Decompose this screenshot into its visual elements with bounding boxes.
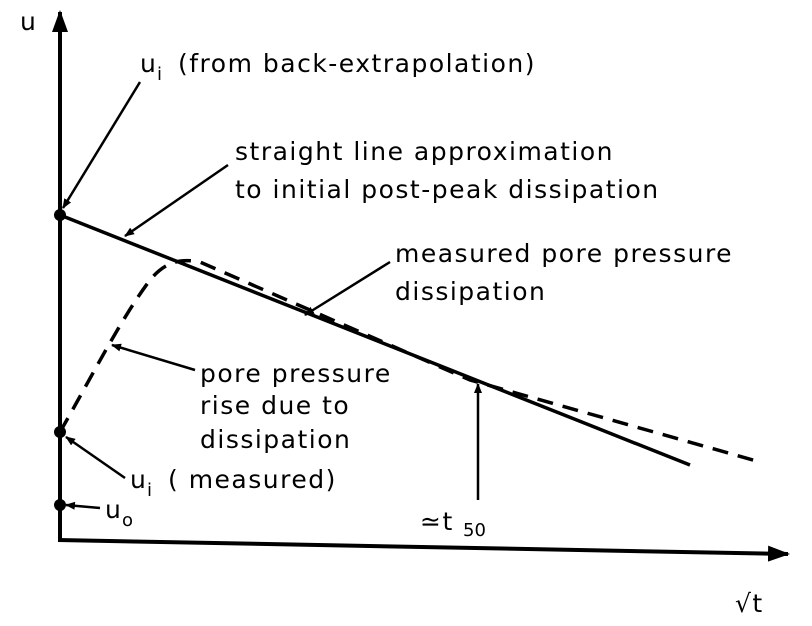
t50-label: ≃t: [420, 507, 454, 536]
straight-line-label-2: to initial post-peak dissipation: [235, 175, 660, 204]
u0-arrow: [65, 501, 101, 510]
measured-label-2: dissipation: [395, 277, 546, 306]
t50-subscript: 50: [463, 520, 486, 541]
measured-pore-pressure-curve: [58, 258, 761, 464]
ui-back-label: u: [140, 49, 157, 78]
ui-back-arrow: [61, 81, 142, 209]
x-axis-label: √t: [735, 589, 764, 618]
ui-measured-label: u: [130, 465, 147, 494]
ui-measured-point: [54, 426, 66, 438]
u0-point: [54, 499, 66, 511]
ui-measured-arrow: [65, 435, 126, 480]
straight-line-arrow: [124, 163, 229, 238]
ui-back-extrapolated-point: [54, 209, 66, 221]
y-axis-label: u: [20, 7, 37, 36]
u0-subscript: o: [122, 510, 133, 531]
measured-label-1: measured pore pressure: [395, 239, 733, 268]
x-axis: [57, 538, 790, 562]
ui-back-subscript: i: [157, 64, 162, 85]
straight-line-label-1: straight line approximation: [235, 137, 614, 166]
rise-label-3: dissipation: [200, 425, 351, 454]
ui-measured-subscript: i: [147, 480, 152, 501]
rise-label-2: rise due to: [200, 391, 350, 420]
u0-label: u: [105, 495, 122, 524]
ui-measured-text: ( measured): [168, 465, 337, 494]
ui-back-text: (from back-extrapolation): [178, 49, 536, 78]
measured-arrow: [304, 260, 391, 317]
rise-arrow: [111, 343, 196, 372]
rise-label-1: pore pressure: [200, 359, 392, 388]
